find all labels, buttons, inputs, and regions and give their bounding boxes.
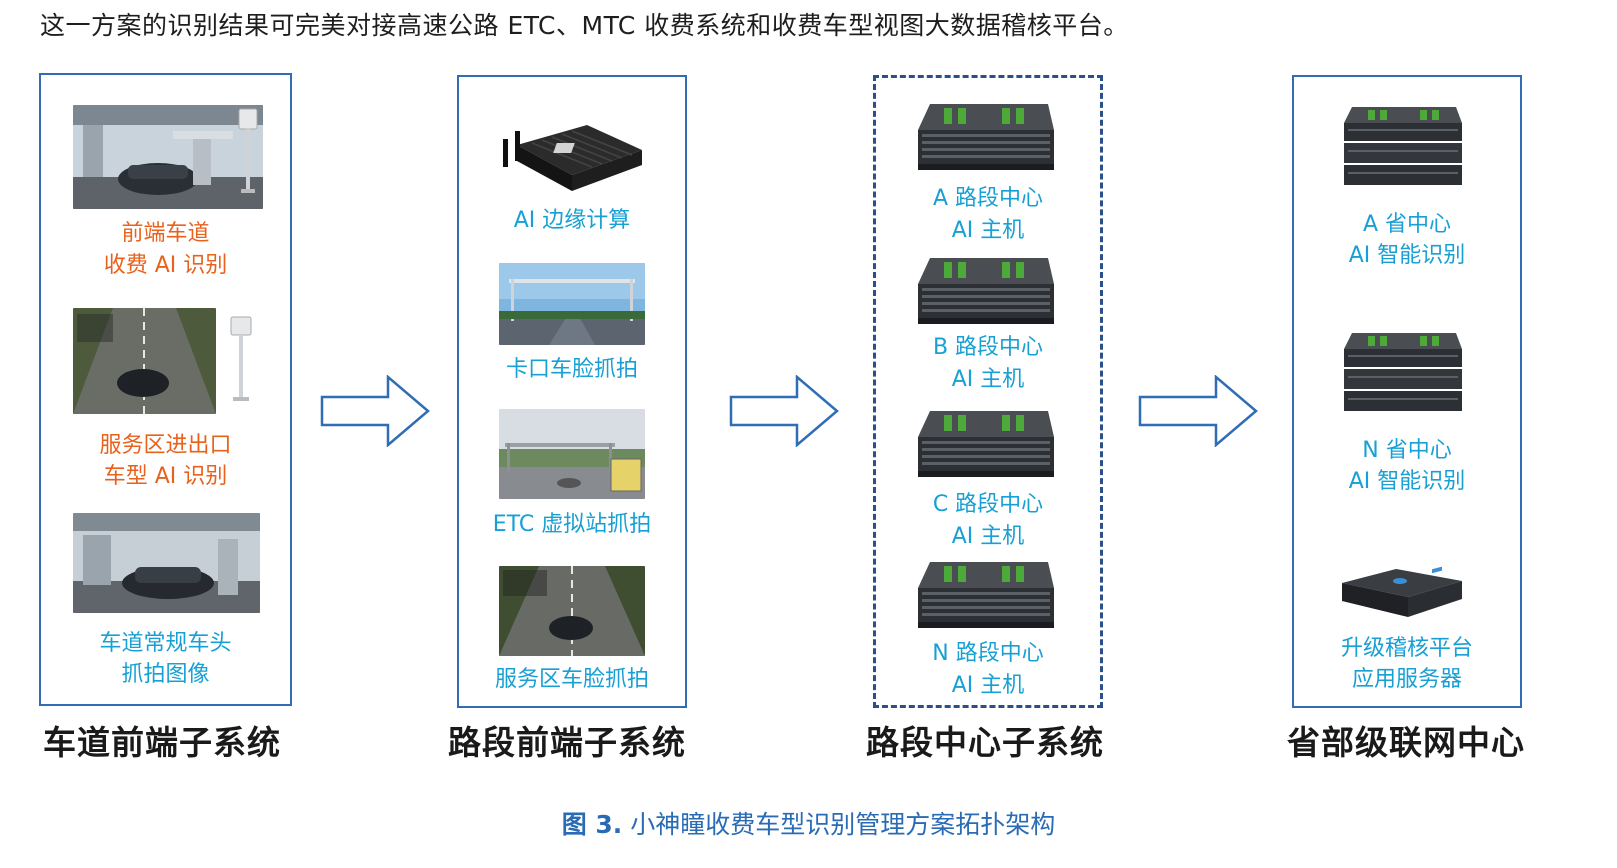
- server-rack-icon: [918, 104, 1054, 170]
- road-frontend-title: 路段前端子系统: [448, 723, 686, 762]
- road-front-item-3-label: ETC 虚拟站抓拍: [492, 512, 652, 537]
- intro-text: 这一方案的识别结果可完美对接高速公路 ETC、MTC 收费系统和收费车型视图大数…: [40, 11, 1129, 40]
- app-server-box-icon: [1342, 566, 1462, 617]
- province-n-line2: AI 智能识别: [1348, 469, 1466, 494]
- figure-caption-text: 小神瞳收费车型识别管理方案拓扑架构: [630, 810, 1056, 839]
- road-front-item-4-label: 服务区车脸抓拍: [494, 667, 649, 692]
- service-area-face-photo: [499, 566, 645, 656]
- province-app-line1: 升级稽核平台: [1340, 636, 1473, 661]
- lane-item-1-line1: 前端车道: [121, 221, 210, 246]
- center-c-line2: AI 主机: [951, 524, 1025, 549]
- server-rack-icon: [918, 411, 1054, 477]
- center-n-line2: AI 主机: [951, 673, 1025, 698]
- flow-arrow-icon: [1138, 375, 1258, 447]
- flow-arrow-icon: [320, 375, 430, 447]
- server-rack-icon: [918, 562, 1054, 628]
- service-area-photo: [73, 308, 216, 414]
- flow-arrow-icon: [729, 375, 839, 447]
- road-front-item-1-label: AI 边缘计算: [513, 208, 631, 233]
- province-n-line1: N 省中心: [1362, 438, 1452, 463]
- province-a-line2: AI 智能识别: [1348, 243, 1466, 268]
- province-app-line2: 应用服务器: [1351, 667, 1462, 692]
- road-front-item-2-label: 卡口车脸抓拍: [505, 357, 638, 382]
- checkpoint-photo: [499, 263, 645, 345]
- etc-virtual-station-photo: [499, 409, 645, 499]
- toll-lane-photo: [73, 105, 263, 209]
- center-n-line1: N 路段中心: [932, 641, 1044, 666]
- lane-item-1-line2: 收费 AI 识别: [103, 253, 228, 278]
- province-center-title: 省部级联网中心: [1287, 723, 1525, 762]
- road-center-title: 路段中心子系统: [866, 723, 1104, 762]
- road-frontend-panel: AI 边缘计算 卡口车脸抓拍 ETC 虚拟站抓拍: [457, 75, 687, 708]
- server-rack-icon: [918, 258, 1054, 324]
- center-a-line2: AI 主机: [951, 218, 1025, 243]
- lane-item-2-line2: 车型 AI 识别: [103, 464, 228, 489]
- center-b-line1: B 路段中心: [932, 335, 1044, 360]
- figure-caption-prefix: 图 3.: [561, 810, 623, 839]
- camera-pole-icon: [236, 107, 260, 197]
- lane-head-photo: [73, 513, 260, 613]
- lane-item-3-line1: 车道常规车头: [99, 631, 232, 656]
- lane-item-3-line2: 抓拍图像: [121, 662, 210, 687]
- center-b-line2: AI 主机: [951, 367, 1025, 392]
- server-stack-icon: [1344, 333, 1462, 411]
- lane-frontend-title: 车道前端子系统: [43, 723, 281, 762]
- camera-pole-icon: [227, 315, 257, 405]
- edge-computing-device-icon: [497, 115, 647, 195]
- center-a-line1: A 路段中心: [932, 186, 1044, 211]
- lane-item-2-line1: 服务区进出口: [99, 433, 232, 458]
- lane-frontend-panel: 前端车道 收费 AI 识别 服务区进出口 车型 AI 识别 车: [39, 73, 292, 706]
- province-center-panel: A 省中心 AI 智能识别 N 省中心 AI 智能识别 升级稽核平台 应用服务器: [1292, 75, 1522, 708]
- center-c-line1: C 路段中心: [932, 492, 1044, 517]
- province-a-line1: A 省中心: [1362, 212, 1452, 237]
- server-stack-icon: [1344, 107, 1462, 185]
- road-center-panel: A 路段中心 AI 主机 B 路段中心 AI 主机 C 路段中心 AI 主机 N…: [873, 75, 1103, 708]
- figure-caption: 图 3. 小神瞳收费车型识别管理方案拓扑架构: [0, 805, 1617, 841]
